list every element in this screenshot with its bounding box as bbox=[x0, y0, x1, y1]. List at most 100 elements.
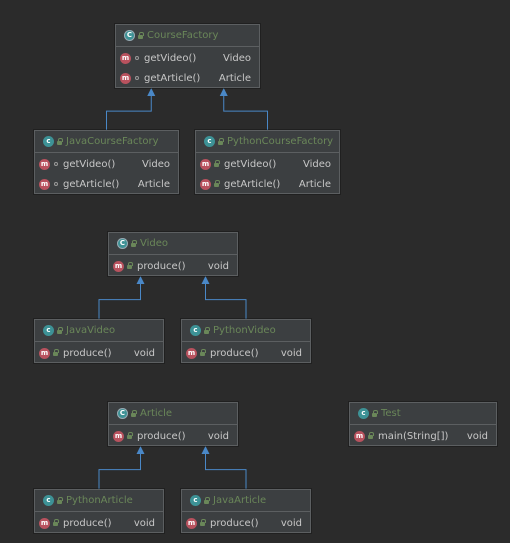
inheritance-line-java-video-to-video bbox=[98, 284, 141, 319]
public-visibility-icon bbox=[127, 262, 133, 269]
method-name: produce() bbox=[63, 517, 112, 529]
method-icon: m bbox=[39, 158, 50, 170]
java-video-header: c JavaVideo bbox=[35, 320, 163, 342]
method-return-type: void bbox=[207, 430, 229, 442]
public-visibility-icon bbox=[53, 349, 59, 356]
method-row[interactable]: m getArticle() Article bbox=[116, 68, 259, 88]
method-icon: m bbox=[113, 260, 124, 272]
class-name: Test bbox=[381, 408, 401, 419]
inheritance-line-java-course-factory-to-course-factory bbox=[106, 96, 152, 130]
method-icon: m bbox=[186, 517, 197, 529]
public-visibility-icon bbox=[204, 326, 210, 334]
method-name: produce() bbox=[210, 347, 259, 359]
class-icon: c bbox=[190, 325, 201, 336]
class-name: JavaVideo bbox=[66, 325, 116, 336]
inheritance-line-java-article-to-article bbox=[205, 454, 247, 489]
class-name: PythonArticle bbox=[66, 495, 133, 506]
class-name: PythonVideo bbox=[213, 325, 276, 336]
method-return-type: Article bbox=[218, 72, 251, 84]
method-return-type: void bbox=[207, 260, 229, 272]
package-visibility-icon bbox=[53, 181, 59, 187]
public-visibility-icon bbox=[200, 519, 206, 526]
method-name: produce() bbox=[63, 347, 112, 359]
method-icon: m bbox=[354, 430, 365, 442]
method-name: produce() bbox=[210, 517, 259, 529]
python-video-members: m produce() void bbox=[182, 342, 310, 363]
method-return-type: void bbox=[280, 517, 302, 529]
inheritance-line-python-article-to-article bbox=[98, 454, 141, 489]
public-visibility-icon bbox=[214, 160, 220, 167]
public-visibility-icon bbox=[368, 432, 374, 439]
method-name: produce() bbox=[137, 260, 186, 272]
class-icon: c bbox=[190, 495, 201, 506]
public-visibility-icon bbox=[127, 432, 133, 439]
inheritance-arrowhead bbox=[201, 446, 210, 454]
public-visibility-icon bbox=[57, 496, 63, 504]
class-box-pythonvideo[interactable]: c PythonVideo m produce() void bbox=[181, 319, 311, 363]
class-icon: c bbox=[204, 136, 215, 147]
java-article-header: c JavaArticle bbox=[182, 490, 310, 512]
inheritance-arrowhead bbox=[136, 446, 145, 454]
method-return-type: Article bbox=[137, 178, 170, 190]
abstract-class-icon: C bbox=[117, 408, 128, 419]
class-box-javaarticle[interactable]: c JavaArticle m produce() void bbox=[181, 489, 311, 533]
public-visibility-icon bbox=[200, 349, 206, 356]
public-visibility-icon bbox=[131, 409, 137, 417]
abstract-class-icon: C bbox=[124, 30, 135, 41]
package-visibility-icon bbox=[134, 55, 140, 61]
class-name: JavaArticle bbox=[213, 495, 267, 506]
method-icon: m bbox=[120, 72, 131, 84]
class-name: Article bbox=[140, 408, 173, 419]
method-name: main(String[]) bbox=[378, 430, 449, 442]
method-row[interactable]: m produce() void bbox=[182, 343, 310, 363]
method-name: getVideo() bbox=[144, 52, 197, 64]
java-article-members: m produce() void bbox=[182, 512, 310, 533]
public-visibility-icon bbox=[372, 409, 378, 417]
method-icon: m bbox=[186, 347, 197, 359]
inheritance-arrowhead bbox=[201, 276, 210, 284]
package-visibility-icon bbox=[134, 75, 140, 81]
public-visibility-icon bbox=[57, 137, 63, 145]
method-row[interactable]: m produce() void bbox=[182, 513, 310, 533]
inheritance-arrowhead bbox=[219, 88, 228, 96]
package-visibility-icon bbox=[53, 161, 59, 167]
method-icon: m bbox=[113, 430, 124, 442]
method-name: getVideo() bbox=[224, 158, 277, 170]
method-icon: m bbox=[200, 178, 211, 190]
method-row[interactable]: m produce() void bbox=[109, 256, 237, 276]
class-icon: c bbox=[43, 325, 54, 336]
method-icon: m bbox=[39, 347, 50, 359]
class-name: Video bbox=[140, 238, 169, 249]
public-visibility-icon bbox=[131, 239, 137, 247]
public-visibility-icon bbox=[218, 137, 224, 145]
method-name: getArticle() bbox=[144, 72, 201, 84]
method-return-type: void bbox=[280, 347, 302, 359]
class-name: PythonCourseFactory bbox=[227, 136, 334, 147]
class-name: CourseFactory bbox=[147, 30, 219, 41]
inheritance-line-python-video-to-video bbox=[205, 284, 247, 319]
